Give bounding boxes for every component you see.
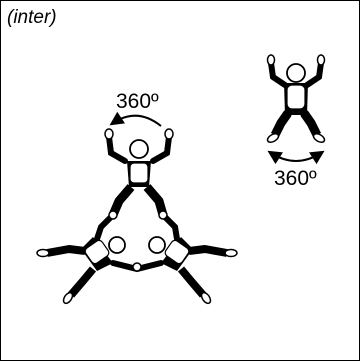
foot xyxy=(36,248,50,258)
single-rotation-label: 360º xyxy=(274,167,317,190)
formation-rotation-indicator: 360º xyxy=(109,90,162,127)
container xyxy=(129,162,149,184)
formation-rotation-arrow xyxy=(109,111,162,127)
formation-links xyxy=(94,210,180,273)
single-rotation-indicator: 360º xyxy=(267,150,325,190)
foot xyxy=(312,132,326,144)
hand xyxy=(266,54,276,66)
foot xyxy=(224,248,238,258)
hand-grip xyxy=(108,210,118,220)
helmet xyxy=(108,236,126,254)
hand-grip xyxy=(158,210,168,220)
foot xyxy=(62,291,74,305)
container xyxy=(286,84,306,110)
foot xyxy=(266,132,280,144)
container xyxy=(164,239,190,265)
figure-label: (inter) xyxy=(7,7,57,28)
formation-jumper-left xyxy=(36,236,126,305)
hand-grip xyxy=(132,262,142,272)
single-jumper xyxy=(266,54,326,144)
single-rotation-arrow xyxy=(267,150,325,165)
helmet xyxy=(148,236,166,254)
formation-jumper-top xyxy=(104,128,174,217)
hand-grip xyxy=(164,128,174,140)
container xyxy=(84,239,110,265)
foot xyxy=(200,291,212,305)
formation-rotation-label: 360º xyxy=(116,90,159,113)
hand xyxy=(316,54,326,66)
formation-jumper-right xyxy=(148,236,238,305)
hand-grip xyxy=(104,128,114,140)
helmet xyxy=(129,139,149,159)
helmet xyxy=(286,63,306,83)
